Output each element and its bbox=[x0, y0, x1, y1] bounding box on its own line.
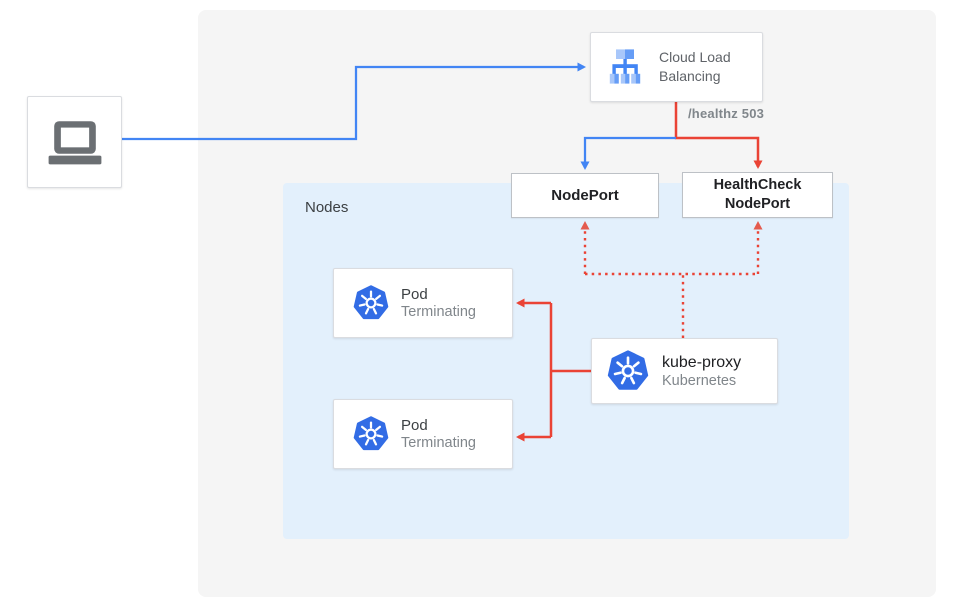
kubernetes-icon bbox=[353, 416, 389, 452]
nodes-panel-label: Nodes bbox=[305, 199, 349, 216]
cloud-load-balancing-label: Cloud Load Balancing bbox=[659, 48, 731, 84]
nodeport-box: NodePort bbox=[511, 173, 659, 218]
laptop-icon bbox=[43, 110, 107, 174]
kube-proxy-card: kube-proxy Kubernetes bbox=[591, 338, 778, 404]
kubernetes-icon bbox=[607, 350, 649, 392]
client-card bbox=[27, 96, 122, 188]
healthcheck-nodeport-box: HealthCheck NodePort bbox=[682, 172, 833, 218]
cloud-load-balancing-card: Cloud Load Balancing bbox=[590, 32, 763, 102]
pod-card-1: Pod Terminating bbox=[333, 268, 513, 338]
kube-proxy-title: kube-proxy bbox=[662, 353, 742, 371]
kubernetes-icon bbox=[353, 285, 389, 321]
pod-title: Pod bbox=[401, 417, 428, 434]
healthcheck-nodeport-label: HealthCheck NodePort bbox=[713, 177, 802, 212]
pod-status: Terminating bbox=[401, 435, 476, 451]
pod-card-2: Pod Terminating bbox=[333, 399, 513, 469]
pod-title: Pod bbox=[401, 286, 428, 303]
healthz-status-label: /healthz 503 bbox=[688, 106, 765, 121]
kube-proxy-subtitle: Kubernetes bbox=[662, 372, 737, 389]
cloud-load-balancing-icon bbox=[601, 43, 649, 91]
nodeport-label: NodePort bbox=[551, 187, 619, 204]
pod-status: Terminating bbox=[401, 304, 476, 320]
